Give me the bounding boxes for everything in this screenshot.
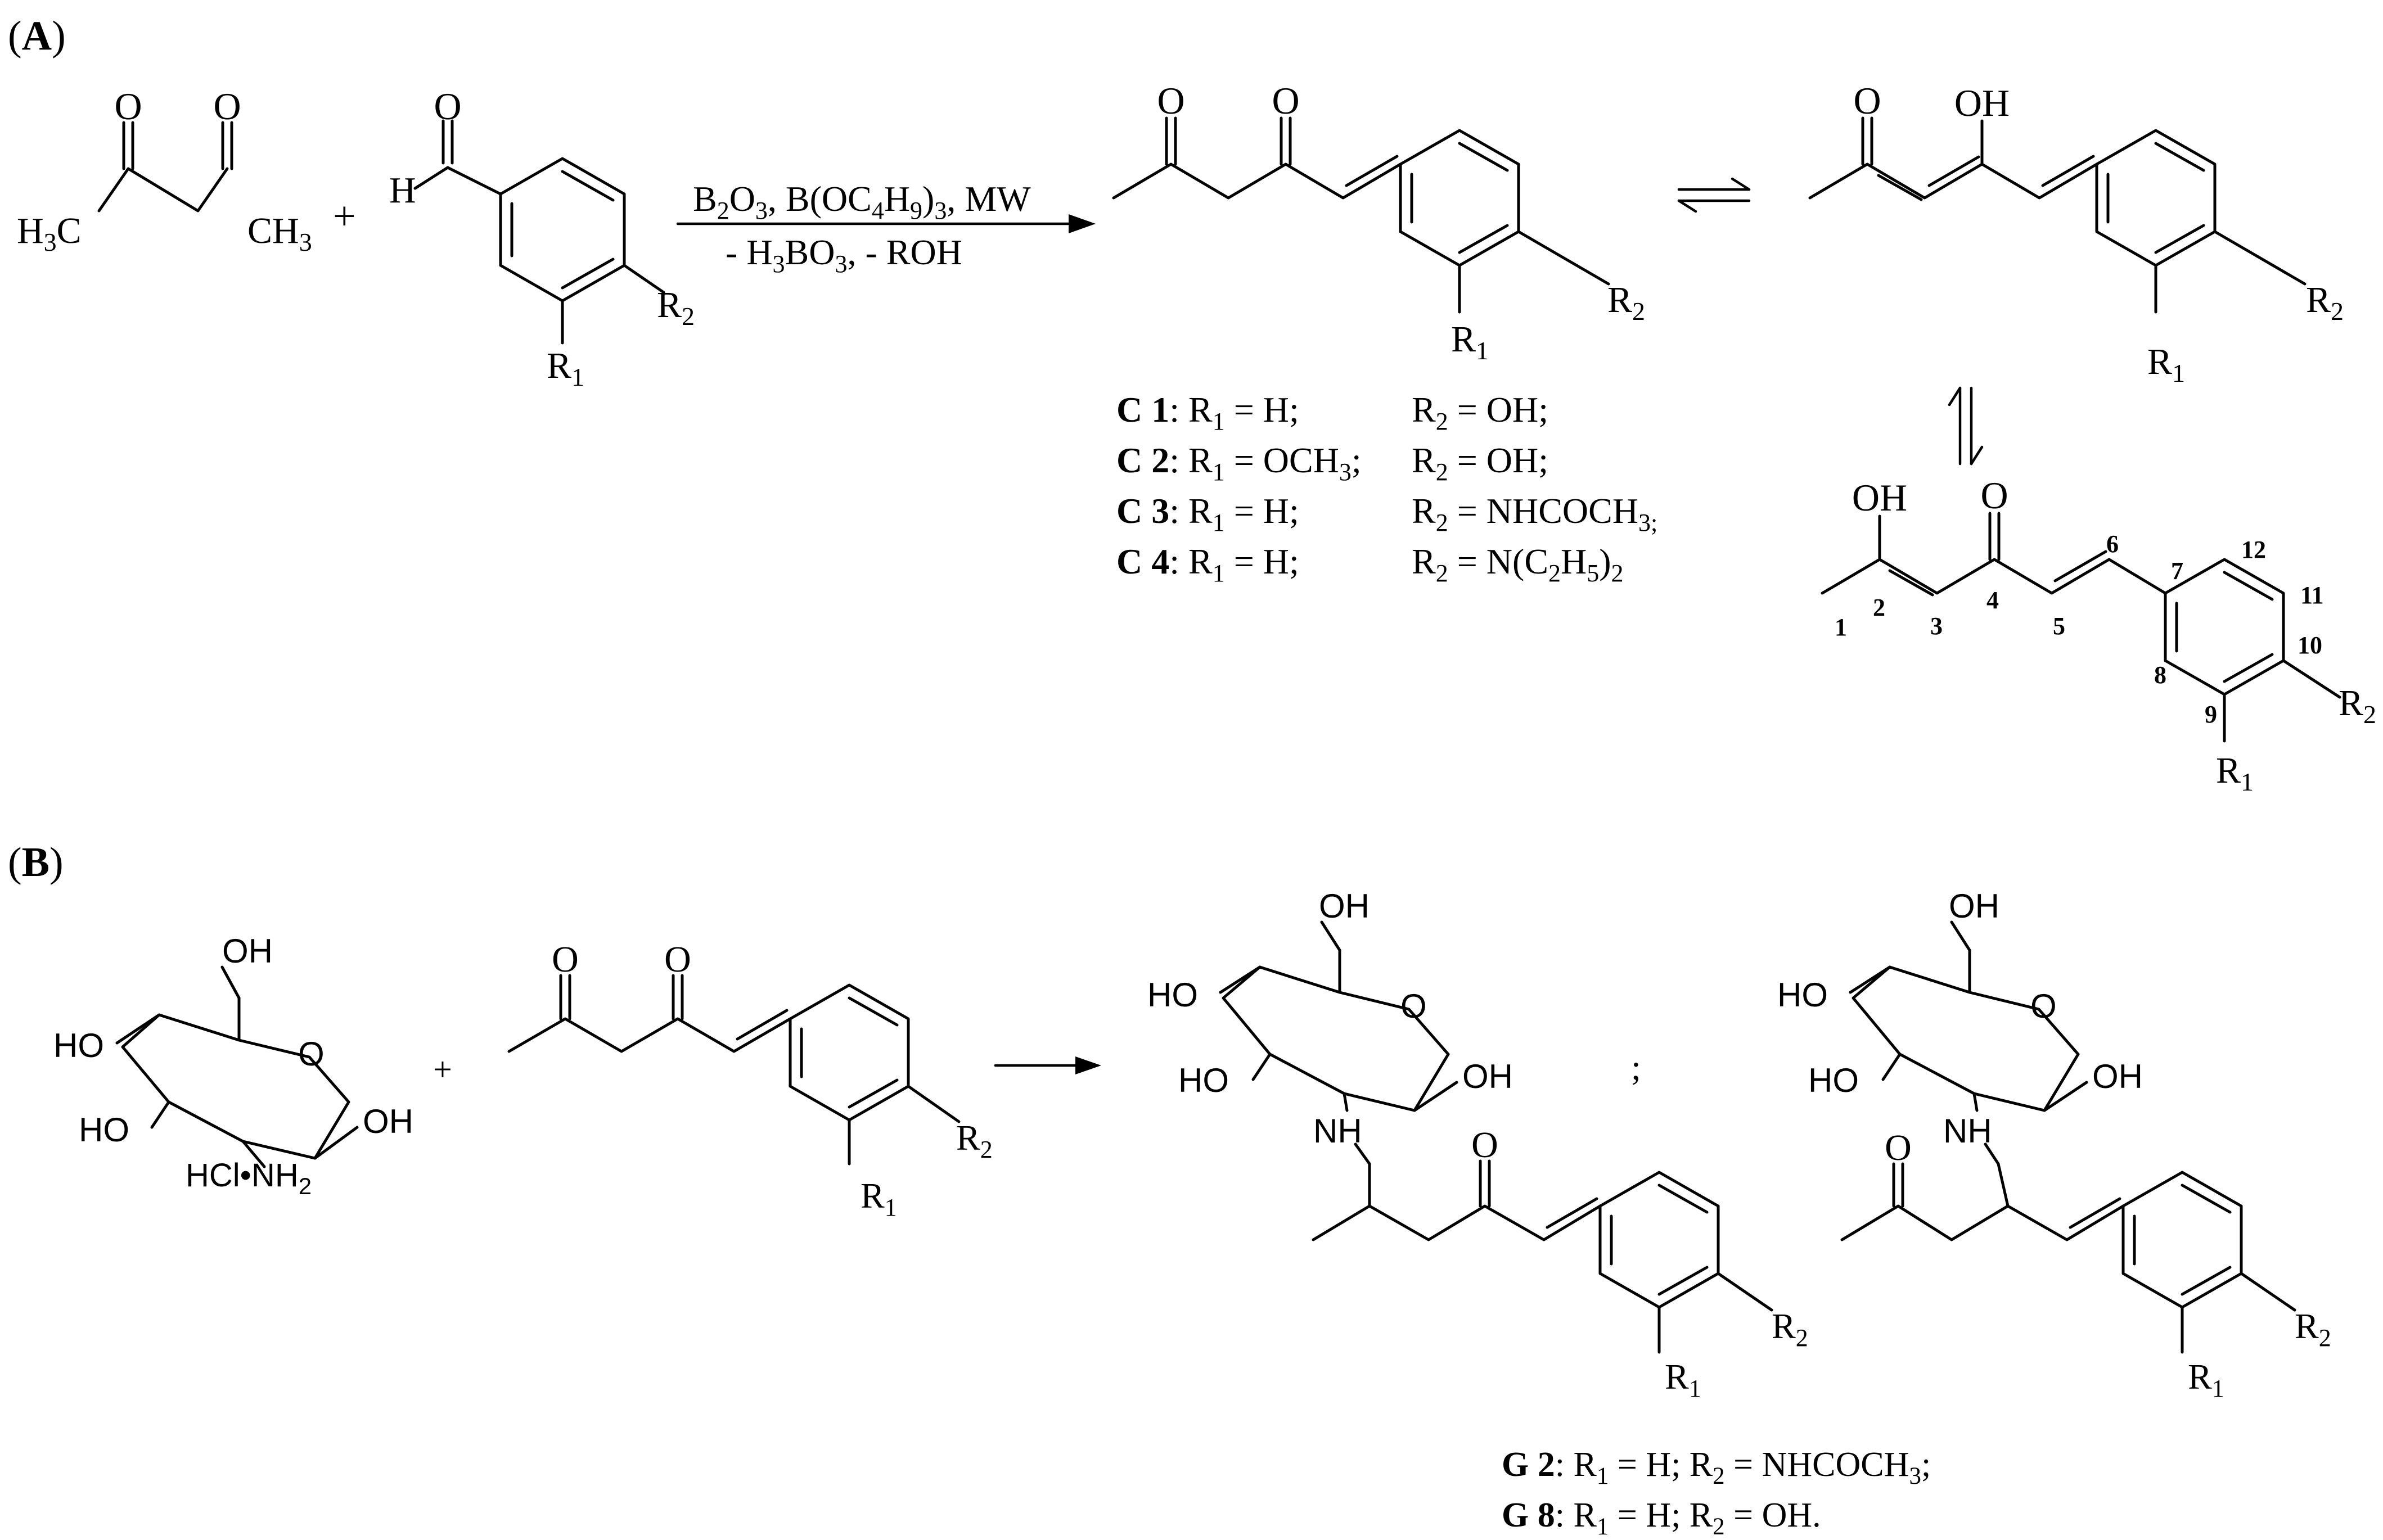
num-5: 5 <box>2053 612 2065 640</box>
atom-o-left: O <box>114 85 142 128</box>
reagents-below-arrow: - H3BO3, - ROH <box>726 232 962 278</box>
c-item-1: C 1: R1 = H; <box>1116 390 1299 435</box>
num-7: 7 <box>2171 557 2183 585</box>
atom-ho-g1-1: HO <box>1147 976 1198 1014</box>
reaction-arrow-a: B2O3, B(OC4H9)3, MW - H3BO3, - ROH <box>676 179 1096 278</box>
num-2: 2 <box>1873 594 1885 621</box>
benzaldehyde-structure: O H R2 R1 <box>389 85 695 391</box>
substituent-r1-g1: R1 <box>1665 1357 1701 1402</box>
atom-oh-g2-anomeric: OH <box>2092 1058 2143 1095</box>
num-3: 3 <box>1930 612 1943 640</box>
product-separator: ; <box>1631 1047 1641 1087</box>
atom-nh-g2: NH <box>1943 1112 1992 1150</box>
c-item-4-r2: R2 = N(C2H5)2 <box>1412 541 1624 587</box>
atom-oh-glc-top: OH <box>222 932 273 970</box>
atom-oh-glc-anomeric: OH <box>363 1103 413 1140</box>
num-11: 11 <box>2300 581 2324 609</box>
atom-o-aldehyde: O <box>434 85 461 128</box>
substituent-r2-g1: R2 <box>1772 1306 1808 1352</box>
substituent-r1-enol2: R1 <box>2216 750 2254 796</box>
c-item-4: C 4: R1 = H; <box>1116 541 1299 587</box>
product-g-structure-1: OH HO HO O OH NH O R2 R1 <box>1147 887 1808 1402</box>
substituent-r2-enol2: R2 <box>2339 683 2376 729</box>
num-10: 10 <box>2298 631 2322 659</box>
plus-sign-a: + <box>333 193 356 238</box>
atom-ho-glc-1: HO <box>53 1027 104 1064</box>
atom-oh-g2-top: OH <box>1949 887 1999 925</box>
atom-ho-g2-1: HO <box>1777 976 1828 1014</box>
atom-o-right: O <box>213 85 241 128</box>
product-g-structure-2: OH HO HO O OH NH O R2 R1 <box>1777 887 2331 1402</box>
substituent-r2-c: R2 <box>1607 279 1645 326</box>
atom-ho-g2-2: HO <box>1808 1062 1859 1099</box>
substituent-r1: R1 <box>547 345 584 391</box>
product-c-diketo-structure: O O R2 R1 <box>1112 79 1645 365</box>
atom-oh-enol1: OH <box>1954 82 2010 124</box>
atom-nh-g1: NH <box>1313 1112 1362 1150</box>
atom-o-glc-ring: O <box>298 1035 325 1073</box>
substituent-r1-g2: R1 <box>2188 1357 2224 1402</box>
atom-ch3: CH3 <box>247 210 312 256</box>
acetylacetone-structure: O O H3C CH3 <box>17 85 312 256</box>
atom-o-c2: O <box>1272 79 1299 122</box>
num-8: 8 <box>2154 661 2166 689</box>
atom-numbering: 1 2 3 4 5 6 7 8 9 10 11 12 <box>1835 530 2324 728</box>
reagents-above-arrow: B2O3, B(OC4H9)3, MW <box>693 179 1031 224</box>
c-item-2: C 2: R1 = OCH3; <box>1116 440 1362 486</box>
substituent-r1-cb: R1 <box>861 1176 897 1221</box>
panel-b-label: (B) <box>8 839 64 886</box>
enol-form-2-numbered-structure: OH O R2 R1 1 2 3 4 5 6 7 8 9 10 11 12 <box>1821 474 2376 796</box>
equilibrium-arrow-vertical <box>1948 386 1984 466</box>
g-item-8: G 8: R1 = H; R2 = OH. <box>1502 1496 1821 1540</box>
num-12: 12 <box>2241 536 2266 563</box>
atom-h3c: H3C <box>17 210 82 256</box>
atom-o-cb2: O <box>664 939 691 980</box>
reaction-arrow-b <box>994 1056 1101 1074</box>
atom-oh-g1-anomeric: OH <box>1462 1058 1513 1095</box>
atom-o-g1-ring: O <box>1400 987 1427 1025</box>
reactant-c-structure-b: O O R2 R1 <box>507 939 993 1221</box>
compound-list-c: C 1: R1 = H; R2 = OH; C 2: R1 = OCH3; R2… <box>1116 390 1657 587</box>
atom-o-enol1: O <box>1853 79 1881 122</box>
panel-a-label: (A) <box>8 13 66 59</box>
atom-ho-glc-2: HO <box>79 1111 129 1149</box>
atom-o-g2-ketone: O <box>1885 1127 1912 1168</box>
atom-o-g1-ketone: O <box>1471 1124 1498 1166</box>
compound-list-g: G 2: R1 = H; R2 = NHCOCH3; G 8: R1 = H; … <box>1502 1446 1931 1540</box>
num-9: 9 <box>2205 701 2217 728</box>
atom-o-g2-ring: O <box>2030 987 2057 1025</box>
atom-ho-g1-2: HO <box>1178 1062 1229 1099</box>
enol-form-1-structure: O OH R2 R1 <box>1808 79 2344 387</box>
num-4: 4 <box>1986 586 1999 614</box>
substituent-r2-cb: R2 <box>956 1118 993 1163</box>
atom-hcl-nh2: HCl•NH2 <box>186 1157 312 1199</box>
c-item-1-r2: R2 = OH; <box>1412 390 1548 435</box>
plus-sign-b: + <box>433 1051 452 1088</box>
atom-o-cb1: O <box>552 939 579 980</box>
num-6: 6 <box>2106 530 2119 558</box>
num-1: 1 <box>1835 613 1847 641</box>
substituent-r2-enol1: R2 <box>2306 279 2344 326</box>
glucosamine-hcl-structure: OH HO HO O OH HCl•NH2 <box>53 932 413 1199</box>
atom-oh-enol2: OH <box>1852 476 1907 519</box>
atom-o-c1: O <box>1157 79 1184 122</box>
atom-o-enol2: O <box>1980 474 2008 517</box>
substituent-r2: R2 <box>657 284 695 331</box>
substituent-r2-g2: R2 <box>2295 1306 2331 1352</box>
c-item-3: C 3: R1 = H; <box>1116 491 1299 536</box>
equilibrium-arrow-horizontal <box>1677 177 1751 213</box>
g-item-2: G 2: R1 = H; R2 = NHCOCH3; <box>1502 1446 1931 1489</box>
atom-oh-g1-top: OH <box>1319 887 1370 925</box>
substituent-r1-enol1: R1 <box>2147 341 2185 387</box>
c-item-3-r2: R2 = NHCOCH3; <box>1412 491 1657 536</box>
atom-h-aldehyde: H <box>389 170 416 211</box>
c-item-2-r2: R2 = OH; <box>1412 440 1548 486</box>
substituent-r1-c: R1 <box>1451 319 1489 365</box>
